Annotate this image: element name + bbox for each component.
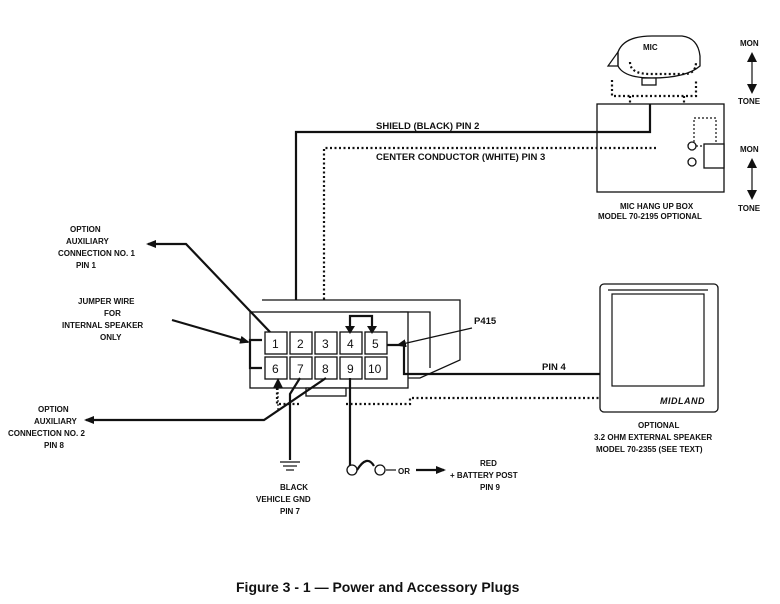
pin4-pin5-jumper xyxy=(348,314,374,332)
pin-label-9: 9 xyxy=(347,362,354,376)
center-wire-label: CENTER CONDUCTOR (WHITE) PIN 3 xyxy=(376,152,545,163)
aux1-line4: PIN 1 xyxy=(76,261,97,270)
pin-label-1: 1 xyxy=(272,337,279,351)
jumper-line2: FOR xyxy=(104,309,121,318)
pin4-label: PIN 4 xyxy=(542,362,566,373)
aux1-line2: AUXILIARY xyxy=(66,237,109,246)
pin-box-7 xyxy=(289,356,313,380)
pin-box-1 xyxy=(264,331,288,355)
battery-wire: OR RED + BATTERY POST PIN 9 xyxy=(346,378,518,492)
pin-grid: 1 2 3 4 5 6 7 8 9 10 xyxy=(264,331,388,380)
aux2-line4: PIN 8 xyxy=(44,441,65,450)
pin-label-2: 2 xyxy=(297,337,304,351)
battery-line3: PIN 9 xyxy=(480,483,501,492)
speaker-wires: PIN 4 xyxy=(275,343,600,406)
tone-bottom-label: TONE xyxy=(738,204,761,213)
aux2-line1: OPTION xyxy=(38,405,69,414)
internal-speaker-jumper xyxy=(248,338,262,370)
jumper-line4: ONLY xyxy=(100,333,122,342)
pin-box-3 xyxy=(314,331,338,355)
microphone: MIC xyxy=(606,35,701,108)
mon-top-label: MON xyxy=(740,39,759,48)
shield-wire-label: SHIELD (BLACK) PIN 2 xyxy=(376,121,479,132)
aux2-line3: CONNECTION NO. 2 xyxy=(8,429,85,438)
aux1-line1: OPTION xyxy=(70,225,101,234)
pin-label-7: 7 xyxy=(297,362,304,376)
connector-p415: 1 2 3 4 5 6 7 8 9 10 P415 xyxy=(249,299,497,397)
pin-label-10: 10 xyxy=(368,362,382,376)
speaker-line3: MODEL 70-2355 (SEE TEXT) xyxy=(596,445,703,454)
connector-label: P415 xyxy=(474,316,497,327)
ground-line3: PIN 7 xyxy=(280,507,301,516)
pin-label-5: 5 xyxy=(372,337,379,351)
figure-caption: Figure 3 - 1 — Power and Accessory Plugs xyxy=(236,579,520,595)
hangup-line2: MODEL 70-2195 OPTIONAL xyxy=(598,212,702,221)
aux-connection-2: OPTION AUXILIARY CONNECTION NO. 2 PIN 8 xyxy=(8,377,327,450)
pin-box-10 xyxy=(364,356,388,380)
mic-hangup-box: MIC HANG UP BOX MODEL 70-2195 OPTIONAL xyxy=(596,103,725,221)
battery-line2: + BATTERY POST xyxy=(450,471,518,480)
pin-label-6: 6 xyxy=(272,362,279,376)
tone-top-label: TONE xyxy=(738,97,761,106)
pin-box-2 xyxy=(289,331,313,355)
pin-label-8: 8 xyxy=(322,362,329,376)
ground-line2: VEHICLE GND xyxy=(256,495,311,504)
aux-connection-1: OPTION AUXILIARY CONNECTION NO. 1 PIN 1 xyxy=(58,225,271,333)
pin-box-5 xyxy=(364,331,388,355)
speaker-line1: OPTIONAL xyxy=(638,421,679,430)
external-speaker: MIDLAND OPTIONAL 3.2 OHM EXTERNAL SPEAKE… xyxy=(594,283,719,454)
pin-box-6 xyxy=(264,356,288,380)
pin-label-4: 4 xyxy=(347,337,354,351)
pin-label-3: 3 xyxy=(322,337,329,351)
speaker-line2: 3.2 OHM EXTERNAL SPEAKER xyxy=(594,433,712,442)
battery-or-label: OR xyxy=(398,467,410,476)
battery-line1: RED xyxy=(480,459,497,468)
speaker-brand: MIDLAND xyxy=(660,396,705,406)
ground-line1: BLACK xyxy=(280,483,308,492)
hangup-line1: MIC HANG UP BOX xyxy=(620,202,694,211)
mic-label: MIC xyxy=(643,43,658,52)
jumper-line3: INTERNAL SPEAKER xyxy=(62,321,143,330)
aux2-line2: AUXILIARY xyxy=(34,417,77,426)
jumper-wire-label: JUMPER WIRE FOR INTERNAL SPEAKER ONLY xyxy=(62,297,250,344)
ground-wire: BLACK VEHICLE GND PIN 7 xyxy=(256,377,311,516)
jumper-line1: JUMPER WIRE xyxy=(78,297,135,306)
mon-tone-switch-top: MON TONE xyxy=(738,39,761,106)
aux1-line3: CONNECTION NO. 1 xyxy=(58,249,135,258)
mon-bottom-label: MON xyxy=(740,145,759,154)
mon-tone-switch-bottom: MON TONE xyxy=(738,145,761,213)
